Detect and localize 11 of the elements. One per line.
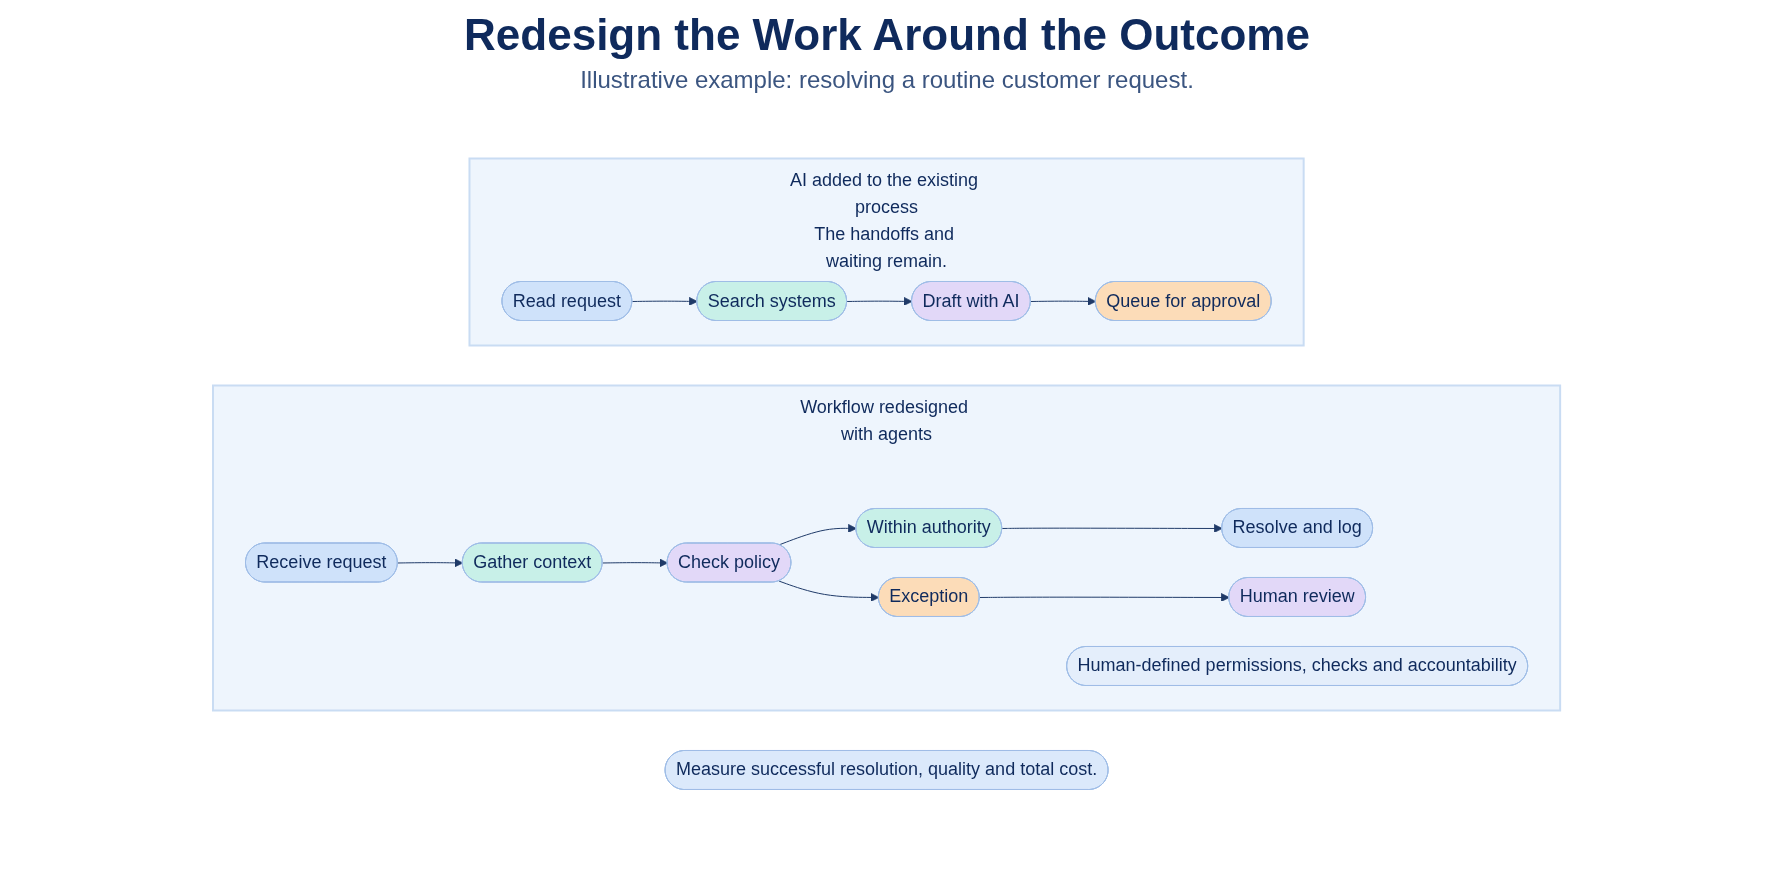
title: Redesign the Work Around the Outcome	[464, 10, 1310, 60]
arrow	[1002, 524, 1224, 533]
subtitle: Illustrative example: resolving a routine customer request.	[580, 66, 1194, 94]
arrow	[847, 297, 913, 306]
arrow	[779, 524, 858, 546]
arrow	[1030, 297, 1097, 306]
arrow	[779, 580, 880, 602]
arrow	[979, 593, 1231, 602]
arrow	[602, 558, 669, 568]
arrow	[397, 558, 464, 568]
arrow	[632, 297, 699, 306]
